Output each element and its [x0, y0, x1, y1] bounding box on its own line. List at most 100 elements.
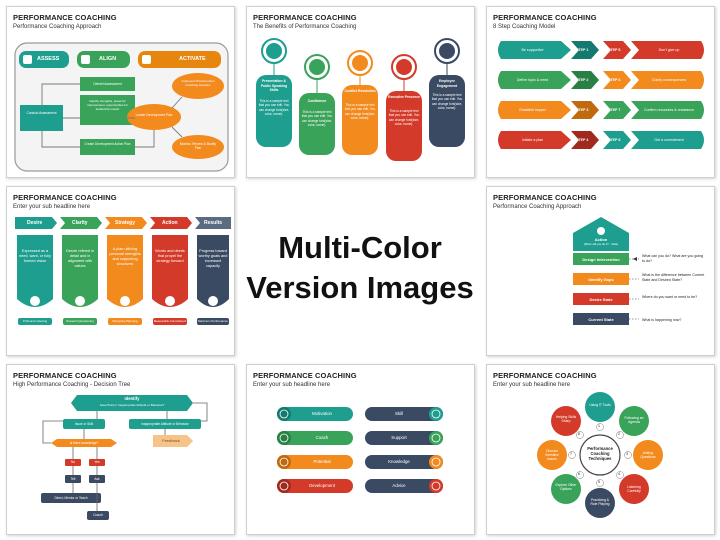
slide-title: PERFORMANCE COACHING: [493, 371, 597, 380]
slide-title: PERFORMANCE COACHING: [13, 371, 117, 380]
slide-two-column-list[interactable]: PERFORMANCE COACHING Enter your sub head…: [246, 364, 475, 535]
slide-title: PERFORMANCE COACHING: [493, 193, 597, 202]
petal-label-1: Using IT Tools: [589, 403, 611, 407]
slide-techniques-wheel[interactable]: PERFORMANCE COACHING Enter your sub head…: [486, 364, 715, 535]
petal-label-4: Listening Carefully: [627, 485, 641, 494]
slide-subtitle: Enter your sub headline here: [493, 382, 571, 388]
column-body-4: Words and deeds that propel the strategy…: [155, 249, 185, 263]
action-subtitle: (When will you do it?....Date): [583, 243, 619, 246]
petal-label-3: Asking Questions: [640, 451, 656, 460]
layer-question-4: What is happening now?: [642, 318, 682, 322]
benefit-body-1: This is a sample text that you can edit.…: [258, 99, 290, 117]
techniques-wheel-diagram: [537, 392, 663, 518]
box-debrief: Debrief Assessment: [93, 82, 122, 86]
column-foot-3: Disruptive Planning: [112, 319, 138, 323]
layer-question-3: Where do you want or need to be?: [642, 295, 698, 299]
step-num-2: STEP 2: [576, 78, 589, 82]
step-label-2: Define topic & need: [516, 78, 549, 82]
petal-num-1: 1: [598, 424, 600, 428]
slide-title: PERFORMANCE COACHING: [13, 193, 117, 202]
left-item-1: Motivation: [311, 411, 332, 416]
step-num-7: STEP 7: [608, 108, 621, 112]
column-body-1: Expressed as a need, want, or fully form…: [19, 249, 51, 263]
heading-line-2: Version Images: [246, 270, 474, 305]
step-num-8: STEP 8: [608, 138, 621, 142]
step-model-diagram: [498, 41, 704, 149]
petal-num-6: 6: [578, 472, 580, 476]
petal-num-2: 2: [618, 432, 620, 436]
step-label-1: Be supportive: [521, 48, 544, 52]
petal-num-8: 8: [578, 432, 580, 436]
approach-flow-diagram: [14, 42, 229, 172]
slide-subtitle: High Performance Coaching - Decision Tre…: [13, 382, 131, 388]
column-foot-1: Profound Listening: [22, 319, 48, 323]
slide-subtitle: Performance Coaching Approach: [13, 24, 102, 30]
step-label-5: Don't give up: [658, 48, 680, 52]
column-foot-2: Powerful Questioning: [66, 319, 94, 323]
step-num-6: STEP 6: [608, 78, 621, 82]
layered-diagram: [573, 217, 639, 325]
benefit-body-4: This is a sample text that you can edit.…: [388, 109, 420, 127]
box-create: Create Development Action Plan: [84, 142, 131, 146]
tree-identify-sub: Issue/Trait or Inappropriate Attitude or…: [99, 403, 165, 407]
layer-label-4: Current State: [588, 317, 614, 322]
benefit-body-5: This is a sample text that you can edit.…: [431, 93, 463, 111]
right-item-4: Advice: [392, 483, 406, 488]
label-assess: ASSESS: [37, 56, 60, 62]
column-head-5: Results: [204, 220, 223, 226]
left-item-2: Coach: [315, 435, 329, 440]
box-identify: Identify strengths, areas for improvemen…: [87, 99, 128, 111]
layer-question-2: What is the difference between Current S…: [642, 273, 705, 282]
petal-num-3: 3: [626, 452, 628, 456]
tree-yes: Yes: [94, 460, 100, 464]
right-item-1: Skill: [394, 411, 404, 416]
wheel-center: Performance Coaching Techniques: [587, 446, 613, 462]
decision-tree-diagram: [41, 395, 208, 520]
box-leader: Leader Development Plan: [135, 113, 173, 117]
tree-trait: Issue or Skill: [74, 422, 94, 426]
benefit-label-2: Confidence: [307, 99, 327, 103]
petal-label-5: Practicing & Role Playing: [590, 498, 610, 507]
column-body-5: Progress toward worthy goals and increas…: [198, 249, 228, 268]
step-num-4: STEP 4: [576, 138, 589, 142]
layer-label-1: Design Intervention: [582, 257, 620, 262]
tree-identify: Identify: [124, 396, 140, 401]
slide-benefits[interactable]: PERFORMANCE COACHING The Benefits of Per…: [246, 6, 475, 178]
slide-8-step-model[interactable]: PERFORMANCE COACHING 8 Step Coaching Mod…: [486, 6, 715, 178]
column-foot-4: Measurable Commitment: [153, 319, 187, 323]
step-num-5: STEP 5: [608, 48, 621, 52]
step-num-3: STEP 3: [576, 108, 589, 112]
layer-label-3: Desire State: [589, 297, 613, 302]
slide-title: PERFORMANCE COACHING: [253, 13, 357, 22]
slide-layered-approach[interactable]: PERFORMANCE COACHING Performance Coachin…: [486, 186, 715, 356]
layer-label-2: Identify Gaps: [588, 277, 614, 282]
petal-label-2: Following an Agenda: [624, 416, 644, 425]
step-label-3: Establish impact: [519, 108, 546, 112]
benefits-diagram: [256, 38, 465, 161]
column-foot-5: Maximum Performance: [198, 319, 228, 323]
two-column-diagram: [277, 407, 443, 493]
box-implement: Implement Plan/Conduct Coaching sessions: [181, 79, 215, 87]
slide-subtitle: 8 Step Coaching Model: [493, 24, 556, 30]
box-conduct: Conduct Assessment: [26, 111, 57, 115]
layer-question-1: What can you do? What are you going to d…: [642, 254, 704, 263]
petal-label-7: Discuss Sensitive Issues: [545, 449, 559, 462]
slide-title: PERFORMANCE COACHING: [13, 13, 117, 22]
benefit-label-3: Conflict Resolution: [344, 89, 376, 93]
slide-subtitle: Enter your sub headline here: [13, 204, 91, 210]
slide-columns[interactable]: PERFORMANCE COACHING Enter your sub head…: [6, 186, 235, 356]
petal-num-7: 7: [570, 452, 572, 456]
slide-decision-tree[interactable]: PERFORMANCE COACHING High Performance Co…: [6, 364, 235, 535]
petal-num-5: 5: [598, 480, 600, 484]
label-activate: ACTIVATE: [179, 56, 206, 62]
step-label-4: Initiate a plan: [521, 138, 544, 142]
benefit-label-4: Executive Presence: [388, 95, 420, 99]
step-label-8: Get a commitment: [654, 138, 684, 142]
tree-tell: Tell: [70, 477, 76, 481]
right-item-3: Knowledge: [388, 459, 410, 464]
tree-feedback: Feedback: [162, 438, 180, 443]
step-label-7: Confirm recourses & resistance: [643, 108, 695, 112]
column-head-2: Clarity: [72, 220, 88, 226]
slide-approach-flow[interactable]: PERFORMANCE COACHING Performance Coachin…: [6, 6, 235, 178]
slide-subtitle: Performance Coaching Approach: [493, 204, 582, 210]
